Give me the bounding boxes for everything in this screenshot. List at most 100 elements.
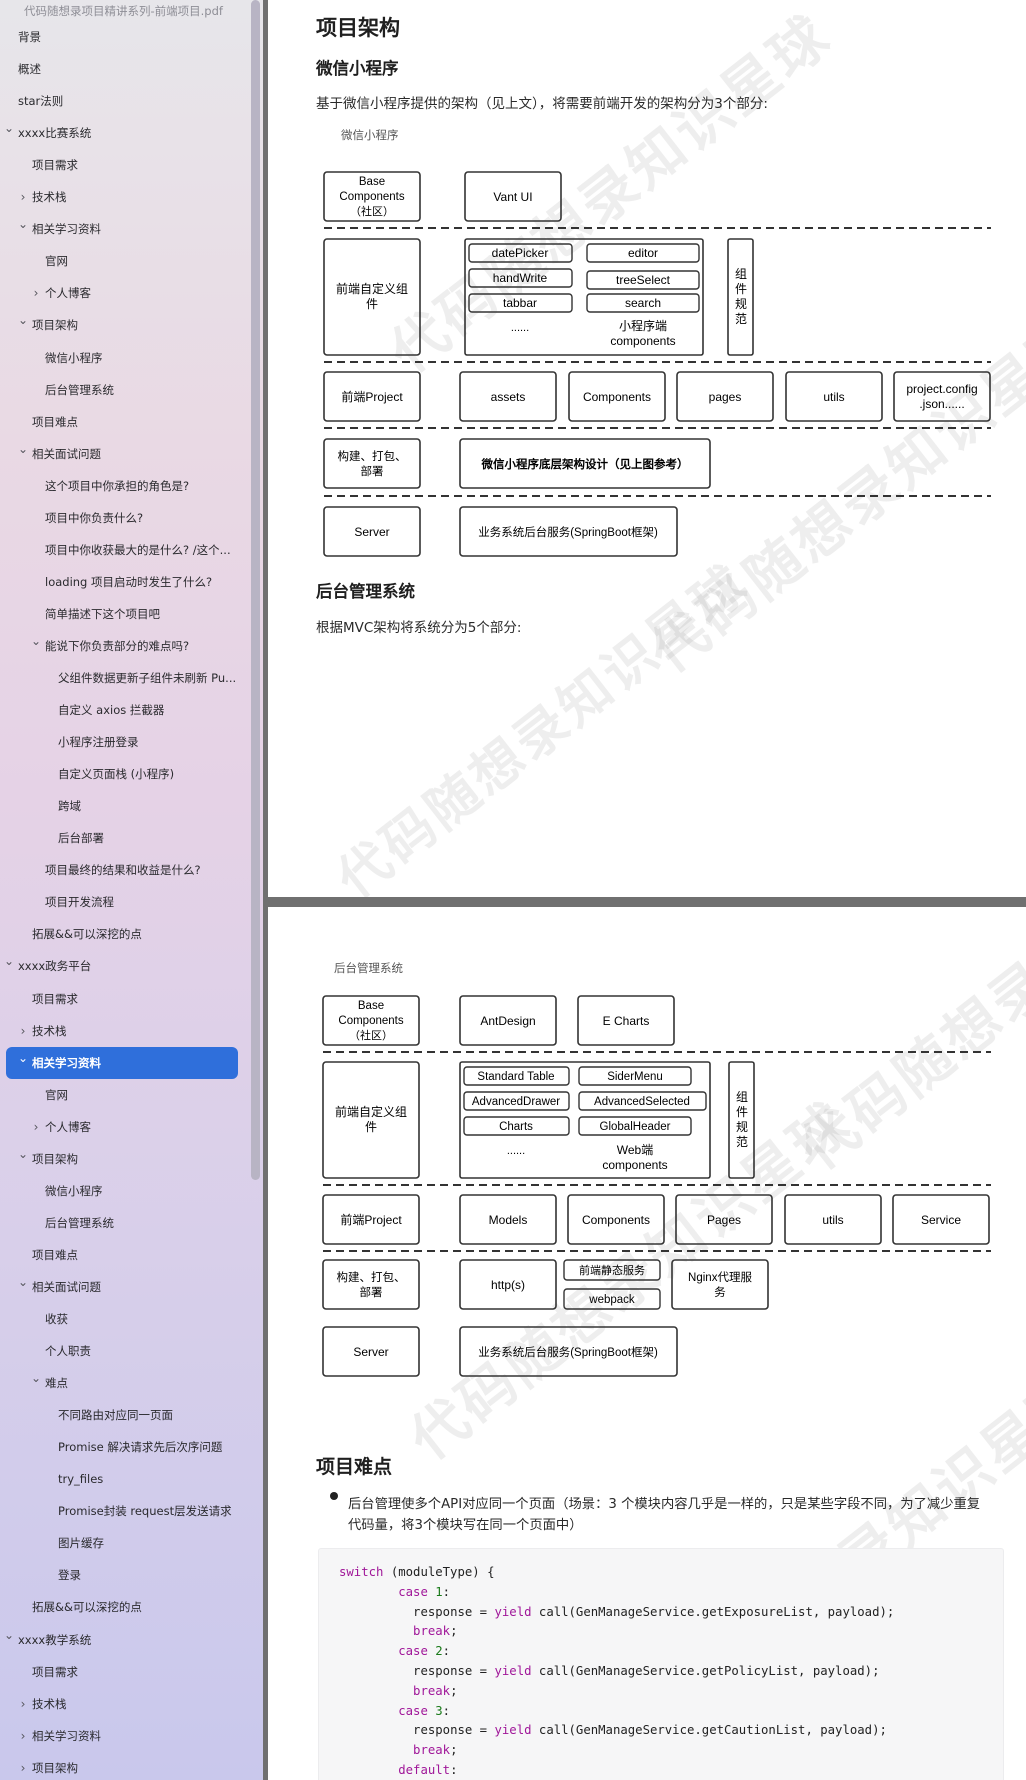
sidebar-outline-item[interactable]: 官网 bbox=[45, 1087, 68, 1102]
paragraph-miniprogram: 基于微信小程序提供的架构（见上文），将需要前端开发的架构分为3个部分: bbox=[316, 96, 768, 112]
sidebar-scrollbar[interactable] bbox=[251, 0, 260, 1180]
sidebar-outline-item[interactable]: 个人博客 bbox=[45, 286, 91, 301]
sidebar-outline-item[interactable]: 不同路由对应同一页面 bbox=[58, 1408, 173, 1423]
sidebar-outline-item[interactable]: 项目中你负责什么? bbox=[45, 510, 144, 525]
chevron-right-icon[interactable]: › bbox=[20, 190, 26, 205]
svg-text:前端自定义组: 前端自定义组 bbox=[336, 281, 408, 296]
svg-text:件: 件 bbox=[735, 282, 747, 296]
svg-text:规: 规 bbox=[736, 1119, 748, 1134]
diagram-caption: 微信小程序 bbox=[341, 128, 399, 142]
code-block: switch (moduleType) { case 1: response =… bbox=[318, 1548, 1004, 1780]
sidebar-outline-item[interactable]: 难点 bbox=[45, 1376, 68, 1391]
svg-text:editor: editor bbox=[628, 246, 658, 260]
chevron-down-icon[interactable]: ⌄ bbox=[17, 1050, 29, 1065]
build-deploy-box bbox=[323, 438, 421, 489]
sidebar-outline-item[interactable]: 技术栈 bbox=[32, 1023, 67, 1038]
svg-text:search: search bbox=[625, 296, 661, 310]
chevron-down-icon[interactable]: ⌄ bbox=[17, 1274, 29, 1289]
sidebar-outline-item[interactable]: 自定义 axios 拦截器 bbox=[58, 703, 165, 718]
chevron-right-icon[interactable]: › bbox=[20, 1728, 26, 1743]
sidebar-outline-item[interactable]: 技术栈 bbox=[32, 190, 67, 205]
chevron-down-icon[interactable]: ⌄ bbox=[30, 633, 42, 648]
sidebar-outline-item[interactable]: Promise封装 request层发送请求 bbox=[58, 1504, 232, 1519]
sidebar-outline-item[interactable]: 项目架构 bbox=[32, 1151, 78, 1166]
sidebar-outline-item[interactable]: 这个项目中你承担的角色是? bbox=[45, 478, 190, 493]
heading-difficulty: 项目难点 bbox=[316, 1457, 393, 1478]
sidebar-outline-item[interactable]: 项目需求 bbox=[32, 158, 78, 173]
sidebar-outline-item[interactable]: 简单描述下这个项目吧 bbox=[45, 606, 160, 621]
sidebar-outline-item[interactable]: 收获 bbox=[45, 1312, 68, 1326]
sidebar-outline-item[interactable]: 图片缓存 bbox=[58, 1536, 104, 1551]
chevron-right-icon[interactable]: › bbox=[33, 1119, 39, 1134]
sidebar-outline-item[interactable]: 官网 bbox=[45, 254, 68, 269]
svg-text:components: components bbox=[602, 1158, 667, 1172]
sidebar-outline-item[interactable]: xxxx教学系统 bbox=[18, 1632, 92, 1647]
sidebar-outline-item[interactable]: 登录 bbox=[58, 1568, 81, 1583]
sidebar-outline-item[interactable]: 项目需求 bbox=[32, 1664, 78, 1679]
svg-text:Charts: Charts bbox=[499, 1121, 533, 1133]
chevron-down-icon[interactable]: ⌄ bbox=[17, 313, 29, 328]
sidebar-outline-item[interactable]: 个人职责 bbox=[45, 1344, 91, 1359]
sidebar-outline-item[interactable]: 微信小程序 bbox=[45, 1183, 103, 1198]
sidebar-outline-item[interactable]: 相关面试问题 bbox=[32, 446, 101, 461]
sidebar-outline-item[interactable]: 拓展&&可以深挖的点 bbox=[32, 927, 142, 942]
vant-ui-box bbox=[464, 171, 562, 222]
sidebar-outline-item[interactable]: 背景 bbox=[18, 30, 41, 44]
svg-text:Components: Components bbox=[339, 191, 404, 203]
sidebar-outline-item[interactable]: 技术栈 bbox=[32, 1696, 67, 1711]
svg-text:组: 组 bbox=[735, 267, 747, 281]
sidebar-outline-item[interactable]: xxxx政务平台 bbox=[18, 959, 92, 974]
chevron-down-icon[interactable]: ⌄ bbox=[17, 1146, 29, 1161]
sidebar-outline-item[interactable]: 相关学习资料 bbox=[32, 222, 101, 237]
sidebar-outline-item[interactable]: 相关学习资料 bbox=[32, 1728, 101, 1743]
sidebar-outline-item[interactable]: 跨域 bbox=[58, 799, 81, 814]
chevron-right-icon[interactable]: › bbox=[20, 1696, 26, 1711]
sidebar-outline-item[interactable]: 自定义页面栈 (小程序) bbox=[58, 767, 175, 782]
sidebar-outline-item[interactable]: 相关面试问题 bbox=[32, 1279, 101, 1294]
chevron-down-icon[interactable]: ⌄ bbox=[3, 954, 15, 969]
svg-text:Base: Base bbox=[358, 1000, 384, 1012]
sidebar-outline-item[interactable]: Promise 解决请求先后次序问题 bbox=[58, 1440, 223, 1455]
chevron-down-icon[interactable]: ⌄ bbox=[17, 441, 29, 456]
sidebar-outline-item[interactable]: 能说下你负责部分的难点吗? bbox=[45, 638, 190, 653]
chevron-down-icon[interactable]: ⌄ bbox=[17, 217, 29, 232]
chevron-down-icon[interactable]: ⌄ bbox=[3, 121, 15, 136]
chevron-down-icon[interactable]: ⌄ bbox=[3, 1627, 15, 1642]
sidebar-outline-item[interactable]: 概述 bbox=[18, 62, 41, 77]
chevron-right-icon[interactable]: › bbox=[33, 286, 39, 301]
sidebar-outline-item[interactable]: 后台管理系统 bbox=[45, 382, 114, 397]
sidebar-outline-item[interactable]: 项目架构 bbox=[32, 1760, 78, 1775]
svg-text:前端静态服务: 前端静态服务 bbox=[579, 1263, 645, 1277]
sidebar-outline-item[interactable]: xxxx比赛系统 bbox=[18, 126, 92, 141]
svg-text:（社区）: （社区） bbox=[350, 204, 394, 218]
sidebar-outline-item[interactable]: 项目中你收获最大的是什么? /这个... bbox=[45, 542, 231, 557]
sidebar-outline-item[interactable]: 后台管理系统 bbox=[45, 1215, 114, 1230]
svg-text:Base: Base bbox=[359, 176, 385, 188]
sidebar-outline-item[interactable]: 项目架构 bbox=[32, 318, 78, 333]
sidebar-outline-item[interactable]: 项目最终的结果和收益是什么? bbox=[45, 863, 201, 878]
svg-text:部署: 部署 bbox=[361, 464, 384, 478]
sidebar-outline-item[interactable]: 小程序注册登录 bbox=[58, 735, 139, 750]
svg-text:components: components bbox=[610, 334, 675, 348]
sidebar-outline-item[interactable]: 父组件数据更新子组件未刷新 Pu... bbox=[58, 671, 237, 685]
sidebar-outline-item[interactable]: loading 项目启动时发生了什么? bbox=[45, 574, 213, 589]
svg-text:构建、打包、: 构建、打包、 bbox=[337, 1270, 406, 1284]
svg-text:webpack: webpack bbox=[588, 1294, 635, 1306]
sidebar-outline-item[interactable]: 个人博客 bbox=[45, 1119, 91, 1134]
chevron-right-icon[interactable]: › bbox=[20, 1760, 26, 1775]
sidebar-outline-item[interactable]: 相关学习资料 bbox=[32, 1055, 101, 1070]
chevron-down-icon[interactable]: ⌄ bbox=[30, 1371, 42, 1386]
sidebar-outline-item[interactable]: 微信小程序 bbox=[45, 350, 103, 365]
svg-text:E Charts: E Charts bbox=[603, 1014, 650, 1028]
sidebar-outline-item[interactable]: 拓展&&可以深挖的点 bbox=[32, 1600, 142, 1615]
sidebar-outline-item[interactable]: 后台部署 bbox=[58, 831, 104, 846]
chevron-right-icon[interactable]: › bbox=[20, 1023, 26, 1038]
sidebar-outline-item[interactable]: try_files bbox=[58, 1472, 104, 1487]
sidebar-outline-item[interactable]: star法则 bbox=[18, 94, 64, 109]
sidebar-outline-item[interactable]: 项目难点 bbox=[32, 414, 78, 429]
sidebar-outline-item[interactable]: 项目难点 bbox=[32, 1247, 78, 1262]
svg-text:pages: pages bbox=[709, 390, 742, 404]
sidebar-outline-item[interactable]: 项目开发流程 bbox=[45, 895, 114, 910]
sidebar-outline-item[interactable]: 项目需求 bbox=[32, 991, 78, 1006]
svg-text:AntDesign: AntDesign bbox=[480, 1014, 535, 1028]
